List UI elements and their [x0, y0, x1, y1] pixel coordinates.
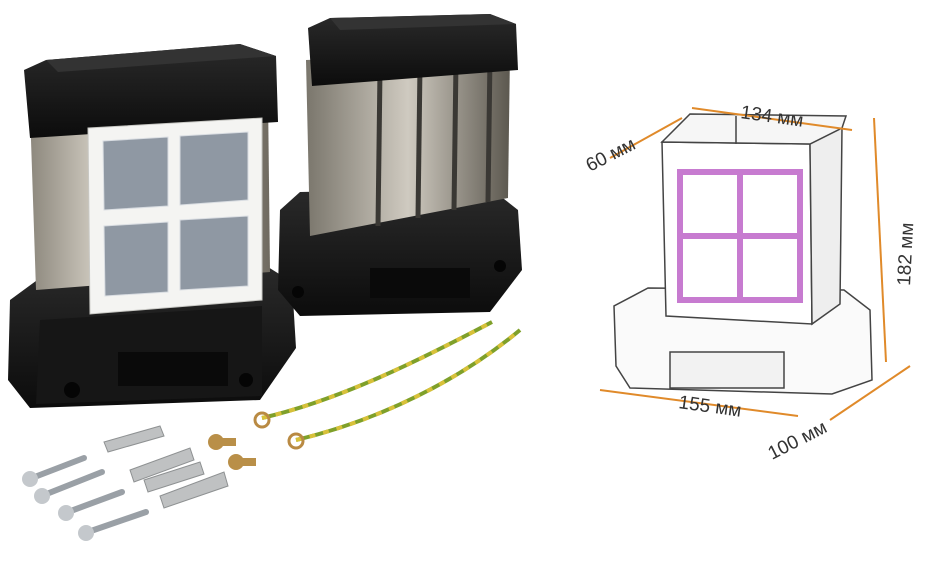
dim-base-width: 155 мм	[677, 392, 742, 422]
dimension-lines	[599, 107, 911, 421]
bolts	[208, 434, 256, 470]
floor-box-back	[278, 14, 522, 316]
screws	[29, 455, 149, 535]
wall-plugs	[103, 425, 229, 509]
dim-base-depth: 100 мм	[765, 417, 831, 464]
floor-box-front	[8, 44, 296, 408]
drawing-body	[660, 113, 848, 326]
dim-top-depth: 60 мм	[583, 134, 639, 177]
product-photo	[8, 14, 522, 541]
dim-height: 182 мм	[894, 222, 918, 286]
socket-frame-highlight	[677, 169, 803, 303]
socket-grid	[102, 131, 249, 297]
ground-wires	[253, 320, 522, 450]
dimension-drawing: 134 мм 60 мм 182 мм 155 мм 100 мм	[583, 102, 919, 464]
